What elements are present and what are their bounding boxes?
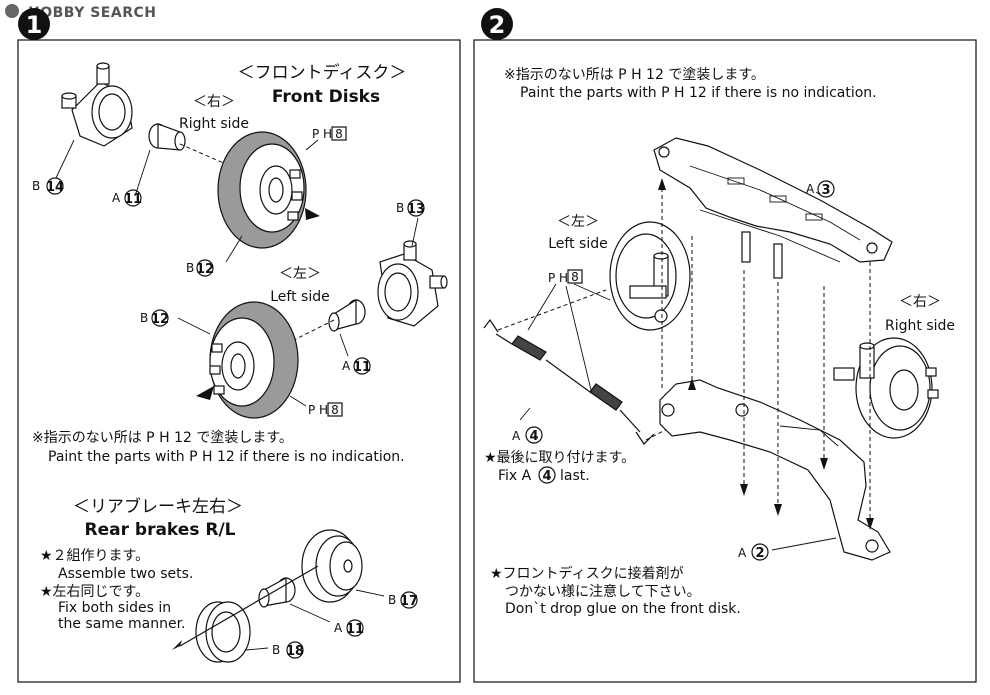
label-a3: A 3 xyxy=(806,180,835,198)
svg-text:12: 12 xyxy=(196,262,214,277)
svg-text:11: 11 xyxy=(353,360,371,375)
step2-paint-note-en: Paint the parts with P H 12 if there is … xyxy=(520,85,877,101)
svg-text:17: 17 xyxy=(400,594,418,609)
svg-text:B: B xyxy=(186,261,194,275)
svg-text:8: 8 xyxy=(571,270,579,284)
rear-brakes-title-en: Rear brakes R/L xyxy=(85,520,236,540)
label-a11-right: A 11 xyxy=(112,189,142,207)
step2-left-en: Left side xyxy=(548,236,607,252)
rear-note1-jp: ★２組作ります。 xyxy=(40,548,149,564)
label-b13: B 13 xyxy=(396,199,425,217)
svg-text:P H: P H xyxy=(548,271,568,285)
label-b14: B 14 xyxy=(32,177,64,195)
svg-text:A: A xyxy=(334,621,343,635)
front-disk-left xyxy=(209,301,299,419)
step2-paint-note-jp: ※指示のない所は P H 12 で塗装します。 xyxy=(504,66,765,83)
svg-text:2: 2 xyxy=(755,546,764,561)
svg-text:13: 13 xyxy=(407,202,425,217)
pin-a11-right xyxy=(148,123,186,151)
tie-rod-a4 xyxy=(483,318,655,445)
label-b12-right: B 12 xyxy=(186,259,214,277)
rear-drum-b17 xyxy=(301,529,363,603)
label-a4: A 4 xyxy=(512,426,543,444)
left-side-label-jp: ＜左＞ xyxy=(279,266,321,282)
label-a11-rear: A 11 xyxy=(334,619,364,637)
step1-paint-note-jp: ※指示のない所は P H 12 で塗装します。 xyxy=(32,429,293,446)
upper-arm-a3 xyxy=(653,137,893,279)
label-a2: A 2 xyxy=(738,543,769,561)
rear-note2-jp: ★左右同じです。 xyxy=(40,584,149,600)
step2-panel: 2 ※指示のない所は P H 12 で塗装します。 Paint the part… xyxy=(473,8,977,683)
fix-last-en-pre: Fix A xyxy=(498,468,532,484)
label-ph8-right: P H 8 xyxy=(312,126,347,141)
front-disks-title-en: Front Disks xyxy=(272,87,380,107)
label-ph8-step2: P H 8 xyxy=(548,269,583,285)
step2-right-jp: ＜右＞ xyxy=(899,294,941,310)
rear-note1-en: Assemble two sets. xyxy=(58,566,193,582)
svg-text:P H: P H xyxy=(308,403,328,417)
step2-left-disk xyxy=(609,221,691,331)
svg-text:A: A xyxy=(512,429,521,443)
step1-paint-note-en: Paint the parts with P H 12 if there is … xyxy=(48,449,405,465)
rear-ring-b18 xyxy=(195,601,251,663)
rear-note2-en-1: Fix both sides in xyxy=(58,600,171,616)
glue-note-en: Don`t drop glue on the front disk. xyxy=(505,601,741,617)
label-b18: B 18 xyxy=(272,641,304,659)
svg-text:3: 3 xyxy=(821,183,830,198)
step1-badge xyxy=(18,8,50,40)
right-side-label-jp: ＜右＞ xyxy=(193,94,235,110)
front-disks-title-jp: ＜フロントディスク＞ xyxy=(238,62,407,83)
step2-frame xyxy=(473,39,977,683)
fix-last-en-num: 4 xyxy=(542,469,551,484)
fix-last-jp: ★最後に取り付けます。 xyxy=(484,450,635,466)
lower-arm-a2 xyxy=(659,379,891,561)
watermark-text: HOBBY SEARCH xyxy=(28,5,156,21)
svg-text:B: B xyxy=(32,179,40,193)
pin-a11-left xyxy=(328,298,366,332)
svg-text:P H: P H xyxy=(312,127,332,141)
svg-text:B: B xyxy=(396,201,404,215)
glue-note-jp-2: つかない様に注意して下さい。 xyxy=(505,583,701,600)
svg-text:A: A xyxy=(342,359,351,373)
pin-a11-rear xyxy=(258,576,296,608)
step1-frame xyxy=(17,39,461,683)
glue-note-jp-1: ★フロントディスクに接着剤が xyxy=(490,565,684,582)
label-b12-left: B 12 xyxy=(140,309,169,327)
svg-text:B: B xyxy=(388,593,396,607)
right-side-label-en: Right side xyxy=(179,116,249,132)
svg-text:B: B xyxy=(272,643,280,657)
label-ph8-left: P H 8 xyxy=(308,402,343,417)
svg-text:4: 4 xyxy=(529,429,538,444)
svg-text:A: A xyxy=(738,546,747,560)
step2-badge xyxy=(481,8,513,40)
step2-right-en: Right side xyxy=(885,318,955,334)
svg-text:8: 8 xyxy=(335,127,343,141)
rear-brakes-title-jp: ＜リアブレーキ左右＞ xyxy=(73,496,243,517)
step1-number: 1 xyxy=(26,11,43,39)
step2-number: 2 xyxy=(489,11,506,39)
label-a11-left: A 11 xyxy=(342,357,371,375)
step2-left-jp: ＜左＞ xyxy=(557,214,599,230)
svg-text:11: 11 xyxy=(124,192,142,207)
svg-text:11: 11 xyxy=(346,622,364,637)
svg-text:18: 18 xyxy=(286,644,304,659)
caliper-b13 xyxy=(377,240,448,327)
front-disk-right xyxy=(217,131,307,249)
caliper-b14 xyxy=(61,62,133,147)
rear-note2-en-2: the same manner. xyxy=(58,616,186,632)
svg-text:8: 8 xyxy=(331,403,339,417)
svg-text:12: 12 xyxy=(151,312,169,327)
svg-text:B: B xyxy=(140,311,148,325)
label-b17: B 17 xyxy=(388,591,418,609)
svg-text:A: A xyxy=(112,191,121,205)
fix-last-en-post: last. xyxy=(560,468,590,484)
watermark: HOBBY SEARCH xyxy=(5,4,156,21)
step2-right-disk xyxy=(833,337,939,439)
left-side-label-en: Left side xyxy=(270,289,329,305)
svg-text:A: A xyxy=(806,182,815,196)
step1-panel: 1 ＜フロントディスク＞ Front Disks ＜右＞ Right side … xyxy=(17,8,461,683)
svg-text:14: 14 xyxy=(46,180,64,195)
